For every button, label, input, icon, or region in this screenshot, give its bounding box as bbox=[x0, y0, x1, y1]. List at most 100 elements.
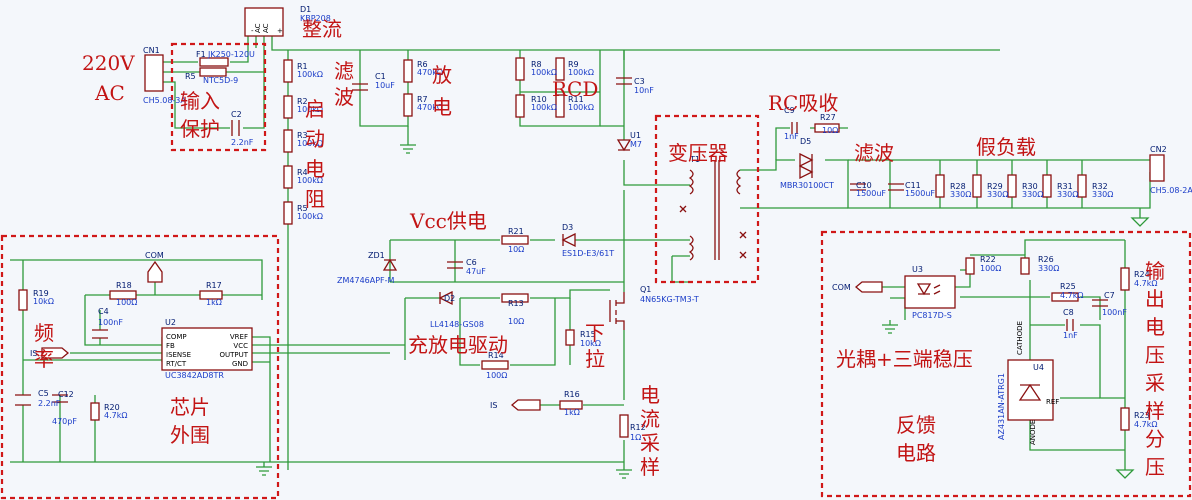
pin-label: ISENSE bbox=[166, 351, 191, 359]
value-r17: 1kΩ bbox=[206, 298, 222, 307]
annotation-feedback: 电路 bbox=[896, 441, 936, 465]
ref-u1: U1 bbox=[630, 131, 641, 140]
ground-symbol bbox=[616, 465, 632, 479]
annotation-frequency: 率 bbox=[34, 347, 54, 371]
annotation-input-protection: 保护 bbox=[180, 117, 220, 141]
u3-optocoupler-body bbox=[904, 275, 956, 309]
value-c10: 1500uF bbox=[856, 189, 886, 198]
ref-r2: R2 bbox=[297, 97, 308, 106]
annotation-220v: 220V bbox=[82, 51, 135, 75]
chip-periphery-box bbox=[0, 234, 280, 500]
c12-capacitor bbox=[52, 394, 68, 403]
value-r18: 100Ω bbox=[116, 298, 137, 307]
value-r32: 330Ω bbox=[1092, 190, 1113, 199]
annotation-start-resistor: 动 bbox=[305, 127, 325, 151]
c5-capacitor bbox=[15, 394, 31, 406]
ref-c12: C12 bbox=[58, 390, 74, 399]
value-r29: 330Ω bbox=[987, 190, 1008, 199]
pin-label: FB bbox=[166, 342, 175, 350]
value-c1: 10uF bbox=[375, 81, 395, 90]
r23-body bbox=[1120, 407, 1130, 431]
annotation-output-divider: 输 bbox=[1145, 259, 1165, 283]
ref-q1: Q1 bbox=[640, 285, 651, 294]
transformer-box bbox=[654, 114, 760, 284]
ref-r31: R31 bbox=[1057, 182, 1073, 191]
ref-r22: R22 bbox=[980, 255, 996, 264]
value-d2: LL4148-GS08 bbox=[430, 320, 484, 329]
ref-r12: R12 bbox=[630, 423, 646, 432]
is-port-sense bbox=[510, 399, 541, 411]
pin-label: GND bbox=[232, 360, 248, 368]
r12-body bbox=[619, 414, 629, 438]
value-r5: 100kΩ bbox=[297, 212, 323, 221]
c6-capacitor bbox=[447, 261, 463, 269]
r27-body bbox=[814, 123, 840, 133]
ref-r6: R6 bbox=[417, 60, 428, 69]
ground-symbol bbox=[1115, 469, 1135, 479]
value-r14: 100Ω bbox=[486, 371, 507, 380]
value-c4: 100nF bbox=[98, 318, 123, 327]
r4-body bbox=[283, 165, 293, 189]
value-r20: 4.7kΩ bbox=[104, 411, 127, 420]
feedback-box bbox=[820, 230, 1192, 498]
annotation-pull-down: 下 bbox=[585, 321, 605, 345]
r18-body bbox=[109, 290, 137, 300]
value-u3: PC817D-S bbox=[912, 311, 952, 320]
pin-label: VREF bbox=[230, 333, 248, 341]
annotation-output-divider: 样 bbox=[1145, 399, 1165, 423]
r16-body bbox=[559, 400, 583, 410]
r5-body bbox=[283, 201, 293, 225]
ref-u3: U3 bbox=[912, 265, 923, 274]
annotation-output-filter: 滤波 bbox=[854, 141, 894, 165]
u4-regulator-body bbox=[1007, 359, 1054, 421]
ground-symbol bbox=[400, 140, 416, 154]
ref-r1: R1 bbox=[297, 62, 308, 71]
annotation-discharge: 电 bbox=[432, 95, 452, 119]
d2-diode bbox=[438, 290, 453, 306]
value-cn1: CH5.08-3A bbox=[143, 96, 186, 105]
ref-r21: R21 bbox=[508, 227, 524, 236]
cn2-connector-body bbox=[1149, 154, 1165, 182]
block-outlines bbox=[0, 42, 1192, 500]
value-r5ntc: NTC5D-9 bbox=[203, 76, 238, 85]
annotation-optocoupler: 光耦+三端稳压 bbox=[836, 347, 973, 371]
u3-light-arrows bbox=[933, 284, 941, 295]
pin-label: REF bbox=[1046, 398, 1059, 406]
ref-r17: R17 bbox=[206, 281, 222, 290]
ref-r9: R9 bbox=[568, 60, 579, 69]
ref-r29: R29 bbox=[987, 182, 1003, 191]
pin-label: AC bbox=[262, 23, 270, 33]
value-r10: 100kΩ bbox=[531, 103, 557, 112]
u1-diode bbox=[616, 139, 632, 152]
annotation-dummy-load: 假负载 bbox=[976, 135, 1036, 159]
pin-label: VCC bbox=[233, 342, 248, 350]
r19-body bbox=[18, 289, 28, 311]
c3-capacitor bbox=[616, 77, 632, 85]
annotation-output-divider: 电 bbox=[1145, 315, 1165, 339]
ref-c11: C11 bbox=[905, 181, 921, 190]
r13-body bbox=[501, 293, 529, 303]
net-label-is: IS bbox=[30, 349, 37, 358]
r2-body bbox=[283, 95, 293, 119]
r29-body bbox=[972, 174, 982, 198]
annotation-transformer: 变压器 bbox=[668, 141, 728, 165]
annotation-chip-periphery: 外围 bbox=[170, 423, 210, 447]
ref-r15: R15 bbox=[580, 330, 596, 339]
annotation-start-resistor: 电 bbox=[305, 157, 325, 181]
pin-label: ANODE bbox=[1029, 420, 1037, 445]
value-r23: 4.7kΩ bbox=[1134, 420, 1157, 429]
ref-t1: T1 bbox=[689, 155, 700, 164]
c8-capacitor bbox=[1066, 319, 1074, 331]
value-r27: 10Ω bbox=[822, 126, 838, 135]
annotation-discharge: 放 bbox=[432, 63, 452, 87]
ref-r5ntc: R5 bbox=[185, 72, 196, 81]
ref-r10: R10 bbox=[531, 95, 547, 104]
r9-body bbox=[555, 57, 565, 81]
ref-r5: R5 bbox=[297, 204, 308, 213]
ref-r23: R23 bbox=[1134, 411, 1150, 420]
value-r28: 330Ω bbox=[950, 190, 971, 199]
annotation-current-sample: 采 bbox=[640, 431, 660, 455]
